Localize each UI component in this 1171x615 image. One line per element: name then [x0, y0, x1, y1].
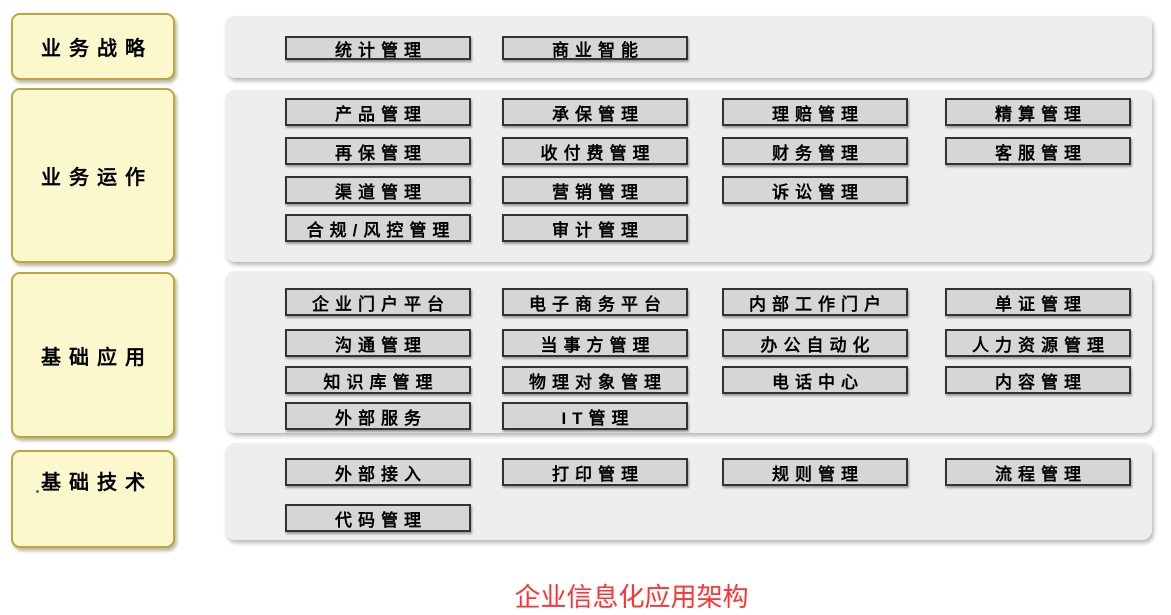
module-button: 渠道管理 [285, 176, 471, 204]
module-button: 承保管理 [502, 98, 688, 126]
diagram-title: 企业信息化应用架构 [514, 582, 749, 612]
module-button: 财务管理 [722, 137, 908, 165]
layer-panel-basic-technology: 外部接入 打印管理 规则管理 流程管理代码管理 [225, 443, 1152, 540]
layer-label-text: 业务运作 [41, 167, 153, 189]
stray-dot [36, 490, 39, 493]
module-button: 当事方管理 [502, 329, 688, 357]
layer-panel-business-operations: 产品管理 承保管理 理赔管理 精算管理再保管理 收付费管理 财务管理 客服管理渠道管理 营销管… [225, 90, 1152, 262]
layer-label-text: 基础应用 [41, 346, 153, 369]
module-button: 产品管理 [285, 98, 471, 126]
module-button: 代码管理 [285, 504, 471, 532]
module-button: 诉讼管理 [722, 176, 908, 204]
module-button: 合规/风控管理 [285, 214, 471, 242]
module-button: 客服管理 [945, 137, 1131, 165]
layer-label-business-operations: 业务运作 [11, 88, 175, 263]
module-button: 人力资源管理 [945, 329, 1131, 357]
layer-label-business-strategy: 业务战略 [11, 13, 175, 80]
module-button: 外部接入 [285, 458, 471, 486]
layer-label-text: 业务战略 [41, 38, 153, 60]
module-button: 内部工作门户 [722, 288, 908, 316]
module-button: 理赔管理 [722, 98, 908, 126]
module-button: 企业门户平台 [285, 288, 471, 316]
module-button: 物理对象管理 [502, 366, 688, 394]
module-button: 沟通管理 [285, 329, 471, 357]
module-button: 商业智能 [502, 36, 688, 60]
module-button: 电话中心 [722, 366, 908, 394]
module-button: 知识库管理 [285, 366, 471, 394]
module-button: 规则管理 [722, 458, 908, 486]
module-button: 精算管理 [945, 98, 1131, 126]
layer-label-basic-technology: 基础技术 [11, 450, 175, 548]
module-button: 外部服务 [285, 402, 471, 430]
module-button: 内容管理 [945, 366, 1131, 394]
layer-panel-business-strategy: 统计管理 商业智能 [225, 16, 1152, 78]
module-button: 电子商务平台 [502, 288, 688, 316]
module-button: IT管理 [502, 402, 688, 430]
layer-label-basic-applications: 基础应用 [11, 272, 175, 438]
module-button: 打印管理 [502, 458, 688, 486]
module-button: 统计管理 [285, 36, 471, 60]
module-button: 审计管理 [502, 214, 688, 242]
module-button: 再保管理 [285, 137, 471, 165]
module-button: 收付费管理 [502, 137, 688, 165]
module-button: 流程管理 [945, 458, 1131, 486]
layer-label-text: 基础技术 [41, 472, 153, 494]
layer-panel-basic-applications: 企业门户平台 电子商务平台 内部工作门户 单证管理沟通管理 当事方管理 办公自动化 人力资源… [225, 271, 1152, 433]
module-button: 办公自动化 [722, 329, 908, 357]
module-button: 单证管理 [945, 288, 1131, 316]
module-button: 营销管理 [502, 176, 688, 204]
